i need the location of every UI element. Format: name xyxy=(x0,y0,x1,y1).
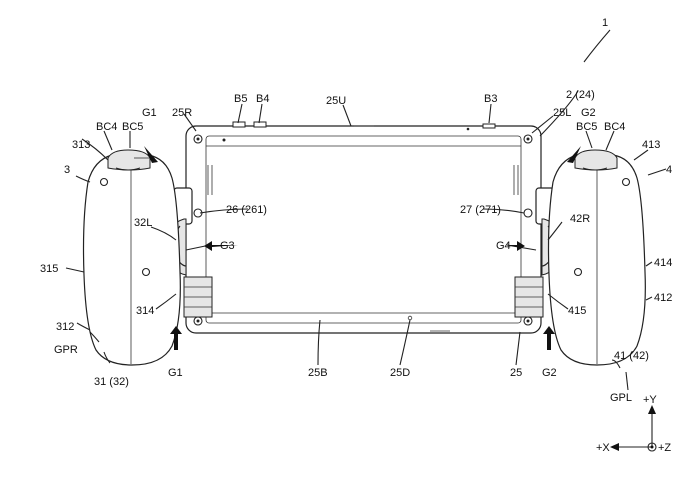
left-grip-top-button xyxy=(107,149,151,171)
label-b5: B5 xyxy=(234,93,247,105)
screw-top-right xyxy=(523,134,533,144)
label-g2-bottom: G2 xyxy=(542,367,557,379)
label-bc4-right: BC4 xyxy=(604,121,625,133)
label-25u: 25U xyxy=(326,95,346,107)
label-g1-top: G1 xyxy=(142,107,157,119)
gap-arrows xyxy=(144,146,581,350)
label-bc5-left: BC5 xyxy=(122,121,143,133)
label-25r: 25R xyxy=(172,107,192,119)
figure-number: 1 xyxy=(602,17,608,29)
label-bc5-right: BC5 xyxy=(576,121,597,133)
label-25d: 25D xyxy=(390,367,410,379)
main-unit xyxy=(185,121,542,334)
right-grip-top-button xyxy=(574,149,618,171)
label-312: 312 xyxy=(56,321,74,333)
label-32l: 32L xyxy=(134,217,152,229)
label-413: 413 xyxy=(642,139,660,151)
display-screen xyxy=(205,135,522,324)
right-grip xyxy=(547,149,646,366)
label-314: 314 xyxy=(136,305,154,317)
left-grip-housing xyxy=(82,154,181,366)
label-gpl: GPL xyxy=(610,392,632,404)
label-412: 412 xyxy=(654,292,672,304)
label-g4: G4 xyxy=(496,240,511,252)
label-27: 27 (271) xyxy=(460,204,501,216)
label-25l: 25L xyxy=(553,107,571,119)
label-31-32: 31 (32) xyxy=(94,376,129,388)
main-unit-housing xyxy=(185,125,542,334)
leader-lines xyxy=(65,29,667,391)
label-25b: 25B xyxy=(308,367,328,379)
button-b3 xyxy=(482,123,496,129)
coordinate-axes xyxy=(610,405,657,452)
reference-labels: 1 2 (24) B5 B4 B3 25U 25R 25L G1 G2 BC4 … xyxy=(40,17,672,454)
label-313: 313 xyxy=(72,139,90,151)
screw-top-left xyxy=(193,134,203,144)
label-axis-y: +Y xyxy=(643,394,657,406)
label-bc4-left: BC4 xyxy=(96,121,117,133)
label-g1-bottom: G1 xyxy=(168,367,183,379)
label-3: 3 xyxy=(64,164,70,176)
button-b5 xyxy=(232,121,246,128)
label-device: 2 (24) xyxy=(566,89,595,101)
button-b4 xyxy=(253,121,267,128)
label-4: 4 xyxy=(666,164,672,176)
label-gpr: GPR xyxy=(54,344,78,356)
label-g2-top: G2 xyxy=(581,107,596,119)
label-414: 414 xyxy=(654,257,672,269)
label-315: 315 xyxy=(40,263,58,275)
label-25: 25 xyxy=(510,367,522,379)
label-41-42: 41 (42) xyxy=(614,350,649,362)
label-42r: 42R xyxy=(570,213,590,225)
label-26: 26 (261) xyxy=(226,204,267,216)
label-b4: B4 xyxy=(256,93,269,105)
label-g3: G3 xyxy=(220,240,235,252)
label-415: 415 xyxy=(568,305,586,317)
left-grip xyxy=(82,149,181,366)
label-axis-z: +Z xyxy=(658,442,671,454)
label-b3: B3 xyxy=(484,93,497,105)
label-axis-x: +X xyxy=(596,442,610,454)
